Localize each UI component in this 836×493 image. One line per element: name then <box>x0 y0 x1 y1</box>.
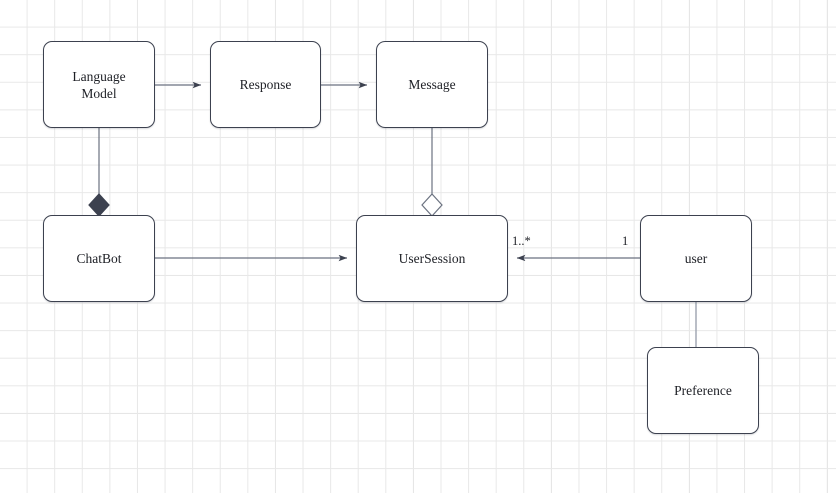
node-label-user: user <box>684 251 708 266</box>
multiplicity-usersession-side: 1..* <box>512 234 531 248</box>
node-chatbot[interactable]: ChatBot <box>43 215 155 302</box>
node-label-preference: Preference <box>674 383 732 398</box>
node-user[interactable]: user <box>640 215 752 302</box>
node-label-usersession: UserSession <box>398 251 466 266</box>
node-usersession[interactable]: UserSession <box>356 215 508 302</box>
node-language-model[interactable]: Language Model <box>43 41 155 128</box>
node-response[interactable]: Response <box>210 41 321 128</box>
node-label-message: Message <box>408 77 456 92</box>
multiplicity-user-side: 1 <box>622 234 629 248</box>
hollow-diamond-icon <box>421 193 443 217</box>
node-preference[interactable]: Preference <box>647 347 759 434</box>
edge-language-model-chatbot <box>88 128 110 217</box>
edge-message-usersession <box>421 128 443 217</box>
node-message[interactable]: Message <box>376 41 488 128</box>
node-label-language-model: Language Model <box>72 68 126 101</box>
node-label-response: Response <box>239 77 292 92</box>
node-label-chatbot: ChatBot <box>76 251 122 266</box>
filled-diamond-icon <box>88 193 110 217</box>
